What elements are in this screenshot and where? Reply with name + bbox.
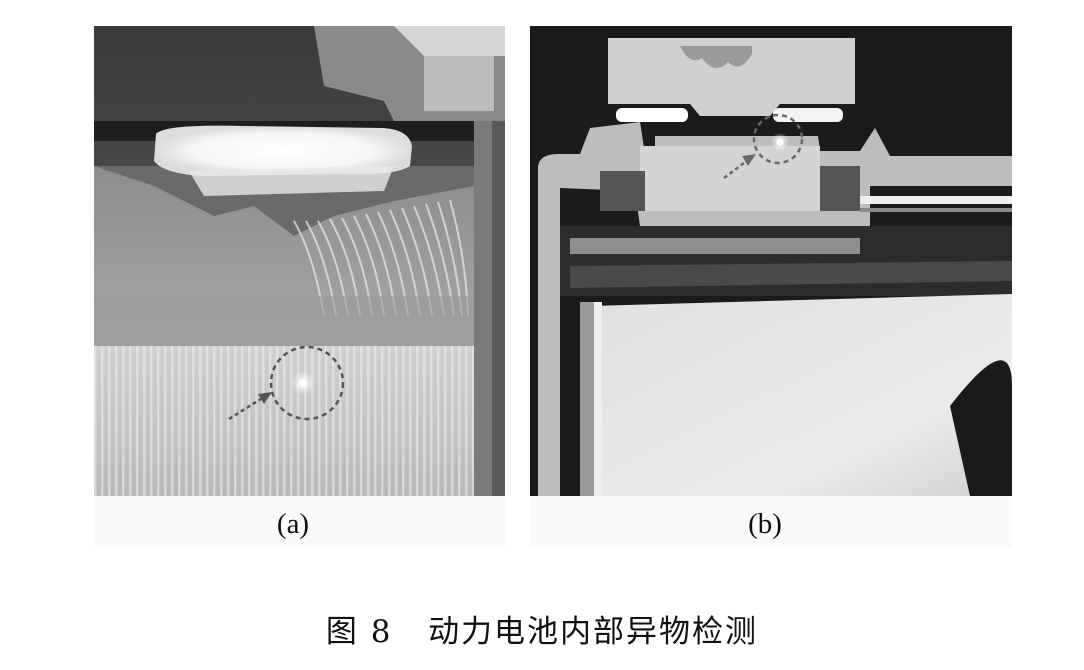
panel-label-a: (a) [276,508,310,540]
figure-caption: 图 8 动力电池内部异物检测 [0,606,1084,651]
pointer-arrow-b [723,154,756,179]
xray-a-graphic [94,26,505,496]
highlight-circle-a [269,345,345,421]
xray-b-graphic [530,26,1012,496]
pointer-arrow-a [228,392,272,421]
figure-title: 动力电池内部异物检测 [428,614,759,650]
xray-image-a [94,26,505,496]
panel-label-b: (b) [748,508,782,540]
figure-number: 图 8 [325,614,393,650]
highlight-circle-b [752,113,804,165]
caption-strip-a [94,496,505,548]
xray-image-b [530,26,1012,496]
caption-strip-b [530,496,1012,548]
